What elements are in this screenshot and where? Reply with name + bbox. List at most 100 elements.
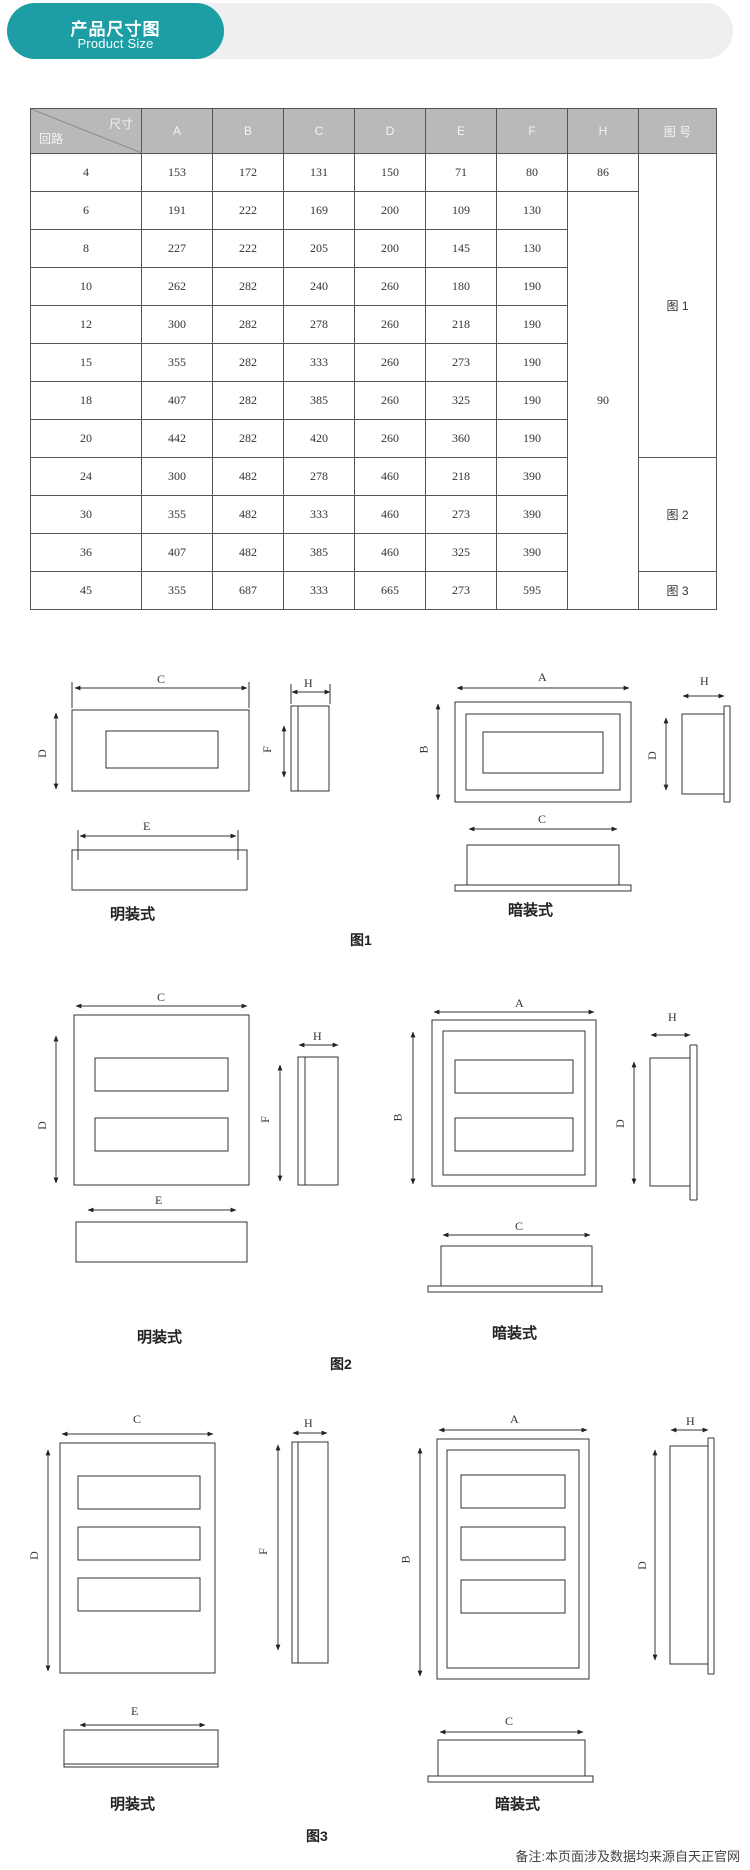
fig2-surface-caption: 明装式 <box>137 1329 183 1346</box>
cell-c: 131 <box>283 153 355 192</box>
corner-circuit-label: 回路 <box>39 132 64 146</box>
cell-circuits: 36 <box>30 533 142 572</box>
col-header-f: F <box>496 108 568 154</box>
cell-figure: 图 3 <box>638 571 717 610</box>
cell-c: 205 <box>283 229 355 268</box>
fig3-surface-caption: 明装式 <box>110 1796 156 1813</box>
fig2-label-d: D <box>34 1121 49 1130</box>
fig3-label-f: F <box>255 1548 270 1555</box>
table-header-row: 尺寸 回路 A B C D E F H 图 号 <box>30 108 717 154</box>
fig2-flush-top <box>427 1232 603 1293</box>
cell-figure: 图 2 <box>638 457 717 572</box>
cell-f: 190 <box>496 419 568 458</box>
cell-f: 80 <box>496 153 568 192</box>
fig1-flush-caption: 暗装式 <box>508 902 554 919</box>
cell-b: 222 <box>212 191 284 230</box>
col-header-e: E <box>425 108 497 154</box>
fig3-label-d: D <box>26 1551 41 1560</box>
cell-e: 325 <box>425 381 497 420</box>
cell-d: 200 <box>354 191 426 230</box>
cell-e: 273 <box>425 343 497 382</box>
fig1-surface-caption: 明装式 <box>110 906 156 923</box>
cell-d: 260 <box>354 305 426 344</box>
cell-e: 325 <box>425 533 497 572</box>
fig3-surface-top <box>63 1722 219 1768</box>
cell-d: 460 <box>354 495 426 534</box>
cell-a: 262 <box>141 267 213 306</box>
cell-d: 665 <box>354 571 426 610</box>
fig2-surface-side <box>277 1042 339 1186</box>
cell-b: 482 <box>212 495 284 534</box>
cell-b: 482 <box>212 457 284 496</box>
fig2-label-f: F <box>257 1116 272 1123</box>
cell-a: 355 <box>141 495 213 534</box>
cell-f: 190 <box>496 381 568 420</box>
cell-circuits: 24 <box>30 457 142 496</box>
cell-a: 442 <box>141 419 213 458</box>
fig1-flush-front <box>435 685 632 803</box>
cell-e: 218 <box>425 457 497 496</box>
col-header-a: A <box>141 108 213 154</box>
corner-header: 尺寸 回路 <box>30 108 142 154</box>
cell-circuits: 18 <box>30 381 142 420</box>
cell-e: 218 <box>425 305 497 344</box>
fig1-flush-top <box>454 826 632 892</box>
fig3-label-e: E <box>131 1704 139 1718</box>
fig3-surface-front <box>45 1431 216 1674</box>
cell-c: 333 <box>283 343 355 382</box>
fig1-label-b: B <box>416 745 431 754</box>
cell-b: 172 <box>212 153 284 192</box>
cell-c: 278 <box>283 457 355 496</box>
fig1-flush-side <box>663 693 731 803</box>
fig3-label-h: H <box>304 1416 313 1430</box>
cell-d: 260 <box>354 343 426 382</box>
cell-d: 150 <box>354 153 426 192</box>
cell-circuits: 45 <box>30 571 142 610</box>
fig1-surface-front <box>53 682 250 792</box>
cell-d: 200 <box>354 229 426 268</box>
cell-e: 145 <box>425 229 497 268</box>
cell-a: 300 <box>141 305 213 344</box>
cell-c: 333 <box>283 495 355 534</box>
fig2-flush-side <box>631 1032 698 1201</box>
cell-d: 260 <box>354 267 426 306</box>
fig3-label-c: C <box>133 1412 142 1426</box>
cell-b: 687 <box>212 571 284 610</box>
cell-a: 227 <box>141 229 213 268</box>
fig3-label: 图3 <box>306 1828 328 1844</box>
cell-f: 190 <box>496 305 568 344</box>
cell-circuits: 8 <box>30 229 142 268</box>
cell-a: 355 <box>141 571 213 610</box>
fig3-label-b: B <box>398 1555 413 1564</box>
fig2-label-h2: H <box>668 1010 677 1024</box>
fig3-flush-front <box>417 1427 590 1680</box>
cell-e: 109 <box>425 191 497 230</box>
cell-d: 460 <box>354 533 426 572</box>
cell-d: 460 <box>354 457 426 496</box>
cell-e: 71 <box>425 153 497 192</box>
cell-b: 282 <box>212 343 284 382</box>
fig1-label-c2: C <box>538 812 547 826</box>
fig2-label-a: A <box>515 996 524 1010</box>
col-header-c: C <box>283 108 355 154</box>
cell-circuits: 6 <box>30 191 142 230</box>
cell-e: 273 <box>425 495 497 534</box>
cell-f: 595 <box>496 571 568 610</box>
cell-a: 191 <box>141 191 213 230</box>
fig2-flush-front <box>410 1009 597 1187</box>
fig3-label-c2: C <box>505 1714 514 1728</box>
fig2-surface-front <box>53 1003 250 1186</box>
fig2-surface-top <box>75 1207 248 1263</box>
cell-circuits: 30 <box>30 495 142 534</box>
cell-a: 407 <box>141 381 213 420</box>
fig1-surface-side <box>281 684 331 792</box>
cell-a: 300 <box>141 457 213 496</box>
